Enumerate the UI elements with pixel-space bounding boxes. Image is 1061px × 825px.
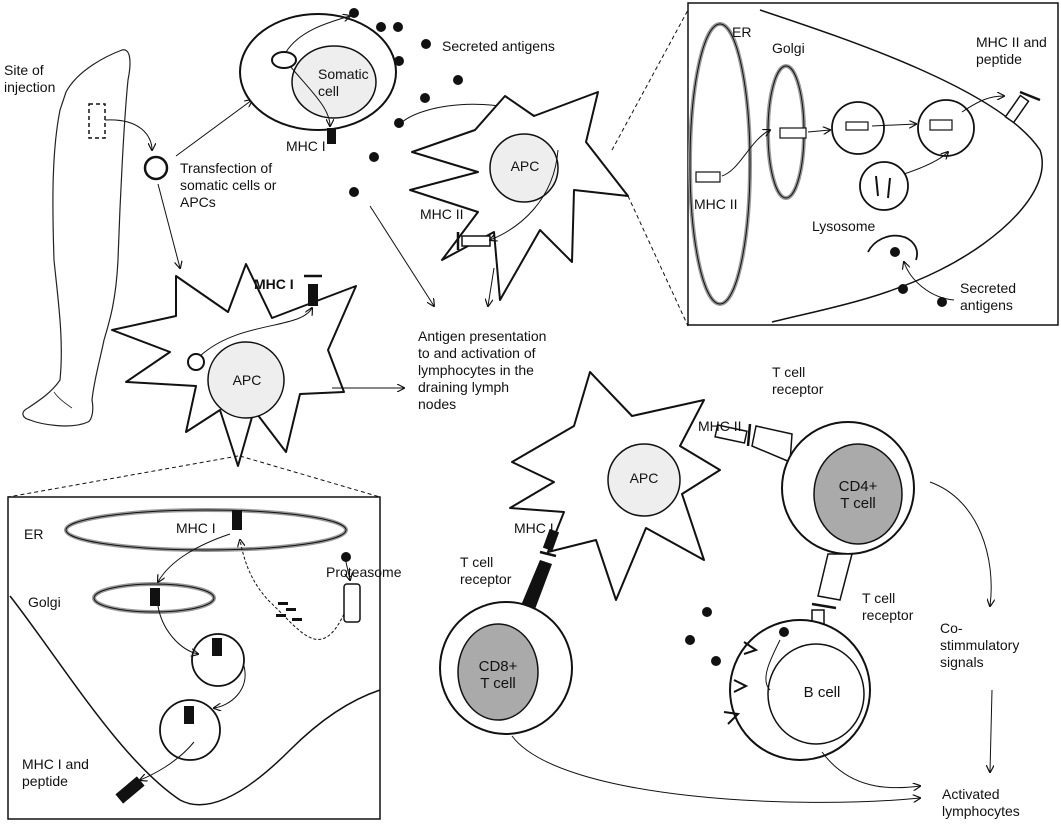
bl-mhc1-label: MHC I xyxy=(176,520,216,537)
cd4-bcell-synapse xyxy=(812,554,852,632)
apc-bottom-label: APC xyxy=(624,470,664,487)
bl-er-label: ER xyxy=(24,526,43,543)
secreted-antigens-label: Secreted antigens xyxy=(442,38,555,55)
somatic-cell-label: Somatic cell xyxy=(318,66,369,100)
activated-lymphocytes-label: Activated lymphocytes xyxy=(942,786,1020,820)
inset-mhc2-peptide-label: MHC II and peptide xyxy=(976,34,1047,68)
apc-top-label: APC xyxy=(507,158,543,175)
bl-golgi-label: Golgi xyxy=(28,594,61,611)
mhc2-apc-top-label: MHC II xyxy=(420,206,464,223)
apc-left xyxy=(112,264,356,466)
inset-lysosome-label: Lysosome xyxy=(812,218,875,235)
apc-top xyxy=(410,92,628,300)
bl-proteasome-label: Proteasome xyxy=(326,564,401,581)
inset-er-label: ER xyxy=(732,24,751,41)
transfected-particle xyxy=(145,157,167,179)
cd4-tcell-label: CD4+ T cell xyxy=(830,478,886,512)
arm-drawing xyxy=(23,50,130,426)
inset-secreted-antigens-label: Secreted antigens xyxy=(960,280,1016,314)
inset-mhc2-label: MHC II xyxy=(694,196,738,213)
mhc1-apc-left-label: MHC I xyxy=(254,276,294,293)
transfection-label: Transfection of somatic cells or APCs xyxy=(180,160,276,211)
mhc2-apc-bottom-label: MHC II xyxy=(698,418,742,435)
costim-signals-label: Co- stimmulatory signals xyxy=(940,620,1019,671)
mhc1-somatic-label: MHC I xyxy=(286,138,326,155)
inset-golgi-label: Golgi xyxy=(772,40,805,57)
antigen-presentation-label: Antigen presentation to and activation o… xyxy=(418,328,546,413)
injection-site-marker xyxy=(89,104,105,138)
tcr-cd4-label: T cell receptor xyxy=(772,364,823,398)
tcr-cd8-label: T cell receptor xyxy=(460,554,511,588)
tcr-bcell-label: T cell receptor xyxy=(862,590,913,624)
cd8-tcell-label: CD8+ T cell xyxy=(470,658,526,692)
mhc1-apc-bottom-label: MHC I xyxy=(514,520,554,537)
bl-mhc1-peptide-label: MHC I and peptide xyxy=(22,756,89,790)
site-of-injection-label: Site of injection xyxy=(4,62,55,96)
b-cell-label: B cell xyxy=(798,684,846,701)
apc-left-label: APC xyxy=(228,372,266,389)
